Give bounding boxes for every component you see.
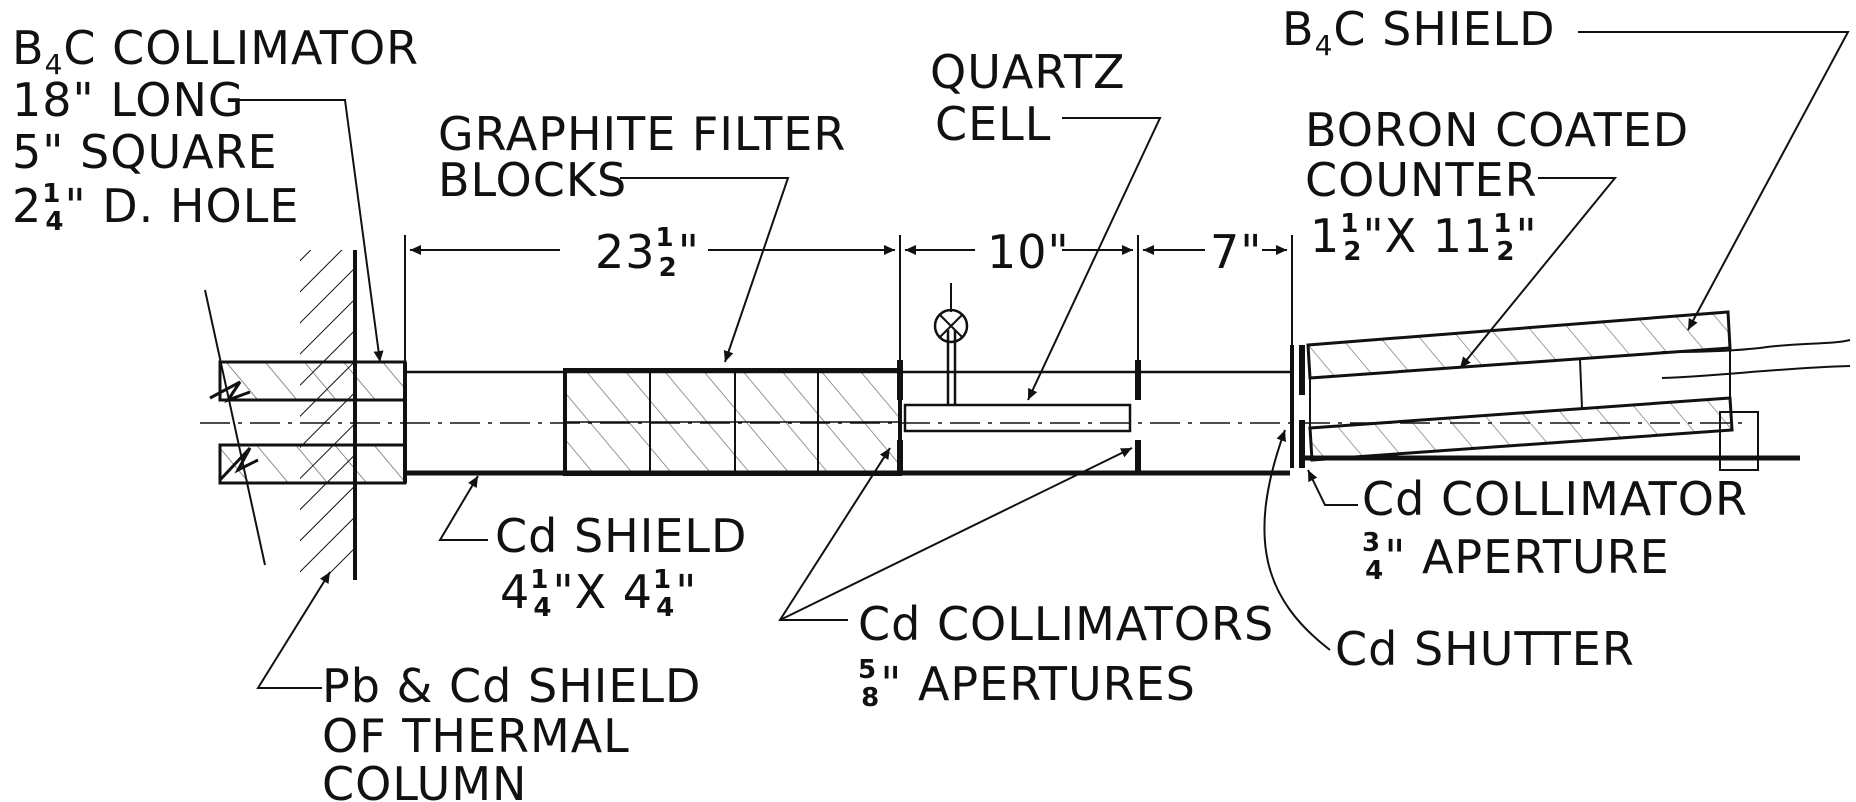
b4c-shield-counter [1300, 310, 1851, 471]
svg-text:B4C COLLIMATOR: B4C COLLIMATOR [12, 21, 419, 81]
svg-text:34" APERTURE: 34" APERTURE [1362, 528, 1670, 586]
svg-text:Cd SHUTTER: Cd SHUTTER [1335, 622, 1635, 676]
leader-lines [238, 31, 1850, 689]
svg-text:COUNTER: COUNTER [1305, 153, 1538, 207]
svg-text:CELL: CELL [935, 97, 1051, 151]
svg-text:5" SQUARE: 5" SQUARE [12, 125, 278, 179]
thermal-column-wall [204, 250, 357, 580]
svg-text:Cd COLLIMATOR: Cd COLLIMATOR [1362, 472, 1748, 526]
svg-text:QUARTZ: QUARTZ [930, 45, 1126, 99]
svg-text:Pb & Cd SHIELD: Pb & Cd SHIELD [322, 659, 701, 713]
label-quartz-cell: QUARTZ CELL [930, 45, 1126, 151]
svg-text:BLOCKS: BLOCKS [438, 153, 627, 207]
label-graphite-filter: GRAPHITE FILTER BLOCKS [438, 107, 846, 207]
svg-text:B4C SHIELD: B4C SHIELD [1282, 2, 1556, 62]
cd-shutter [1290, 345, 1305, 468]
svg-text:OF THERMAL: OF THERMAL [322, 709, 630, 763]
svg-text:BORON COATED: BORON COATED [1305, 103, 1689, 157]
svg-text:10": 10" [987, 225, 1070, 279]
cd-collimators-5-8 [897, 360, 1141, 474]
svg-text:7": 7" [1210, 225, 1262, 279]
quartz-cell [903, 283, 1132, 433]
label-b4c-shield: B4C SHIELD [1282, 2, 1556, 62]
graphite-filter-blocks [563, 368, 902, 476]
svg-text:Cd SHIELD: Cd SHIELD [495, 509, 747, 563]
svg-text:Cd COLLIMATORS: Cd COLLIMATORS [858, 597, 1274, 651]
label-cd-shutter: Cd SHUTTER [1335, 622, 1635, 676]
svg-text:GRAPHITE FILTER: GRAPHITE FILTER [438, 107, 846, 161]
svg-text:18" LONG: 18" LONG [12, 73, 245, 127]
svg-text:214" D. HOLE: 214" D. HOLE [12, 179, 299, 237]
svg-text:58" APERTURES: 58" APERTURES [858, 655, 1196, 713]
svg-text:414"X 414": 414"X 414" [500, 565, 697, 623]
label-pb-cd-shield: Pb & Cd SHIELD OF THERMAL COLUMN [322, 659, 701, 802]
dimension-lines [404, 235, 1293, 365]
svg-text:COLUMN: COLUMN [322, 757, 527, 802]
